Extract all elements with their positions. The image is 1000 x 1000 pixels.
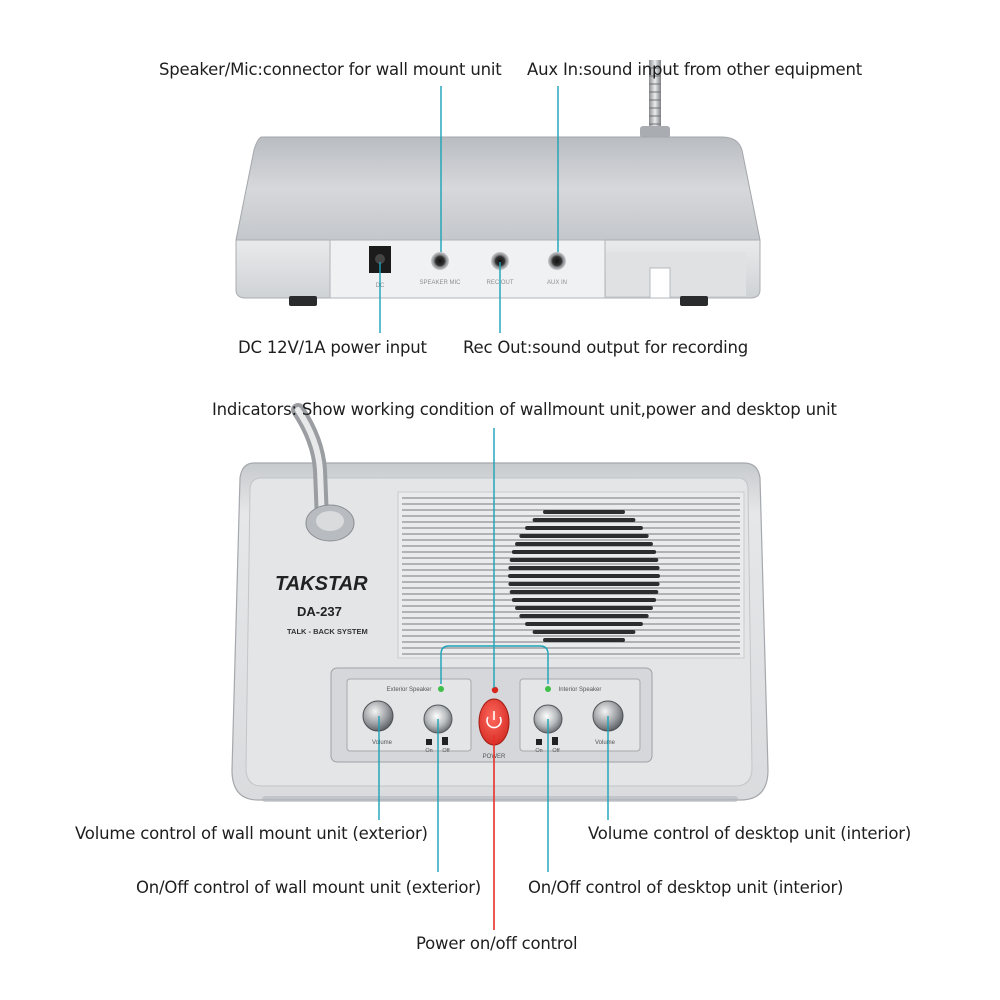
exterior-indicator-led (438, 686, 444, 692)
callout-indicators: Indicators: Show working condition of wa… (212, 400, 837, 419)
rec-out-jack (491, 252, 509, 270)
callout-aux-in: Aux In:sound input from other equipment (527, 60, 862, 79)
grille-slot (511, 550, 657, 554)
interior-indicator-led (545, 686, 551, 692)
grille-slot (543, 510, 625, 514)
grille-slot (519, 534, 649, 538)
brand-logo: TAKSTAR (275, 573, 368, 595)
rear-foot (289, 296, 317, 306)
grille-slot (525, 526, 643, 530)
interior-speaker-label: Interior Speaker (559, 687, 602, 693)
front-view: TAKSTAR DA-237 TALK - BACK SYSTEM Exteri… (231, 403, 769, 802)
callout-onoff-exterior: On/Off control of wall mount unit (exter… (136, 878, 482, 897)
grille-slot (515, 542, 653, 546)
grille-slot (509, 558, 659, 562)
aux-in-jack (548, 252, 566, 270)
grille-slot (509, 590, 659, 594)
front-gooseneck (291, 403, 355, 542)
exterior-volume-knob[interactable] (362, 700, 394, 732)
callout-rec-out: Rec Out:sound output for recording (463, 338, 749, 357)
exterior-off-label: Off (442, 748, 450, 754)
grille-slot (525, 622, 643, 626)
grille-slot (515, 606, 653, 610)
callout-power-control: Power on/off control (416, 934, 578, 953)
rear-label-aux-in: AUX IN (547, 280, 567, 286)
rear-view: DC SPEAKER MIC REC OUT AUX IN (235, 60, 761, 306)
rear-label-speaker-mic: SPEAKER MIC (419, 280, 461, 286)
exterior-speaker-label: Exterior Speaker (387, 687, 432, 693)
grille-slot (532, 518, 636, 522)
grille-slot (508, 574, 660, 578)
callout-speaker-mic: Speaker/Mic:connector for wall mount uni… (159, 60, 502, 79)
callout-onoff-interior: On/Off control of desktop unit (interior… (528, 878, 844, 897)
callout-dc-power: DC 12V/1A power input (238, 338, 427, 357)
speaker-mic-jack (431, 252, 449, 270)
grille-slot (532, 630, 636, 634)
rear-gooseneck (640, 60, 670, 140)
leader-indicator-bracket (440, 645, 549, 684)
speaker-grille (397, 491, 745, 659)
grille-slot (543, 638, 625, 642)
model-label: DA-237 (297, 604, 342, 619)
leader-lines (378, 86, 609, 872)
power-indicator-led (491, 686, 499, 694)
callout-vol-interior: Volume control of desktop unit (interior… (588, 824, 912, 843)
exterior-volume-label: Volume (372, 740, 393, 746)
rear-foot (680, 296, 708, 306)
callout-vol-exterior: Volume control of wall mount unit (exter… (75, 824, 428, 843)
grille-slot (511, 598, 657, 602)
interior-off-label: Off (552, 748, 560, 754)
interior-on-label: On (535, 748, 542, 754)
exterior-on-label: On (425, 748, 432, 754)
grille-slot (508, 582, 660, 586)
interior-volume-label: Volume (595, 740, 616, 746)
grille-slot (508, 566, 660, 570)
system-label: TALK - BACK SYSTEM (287, 627, 368, 636)
grille-slot (519, 614, 649, 618)
